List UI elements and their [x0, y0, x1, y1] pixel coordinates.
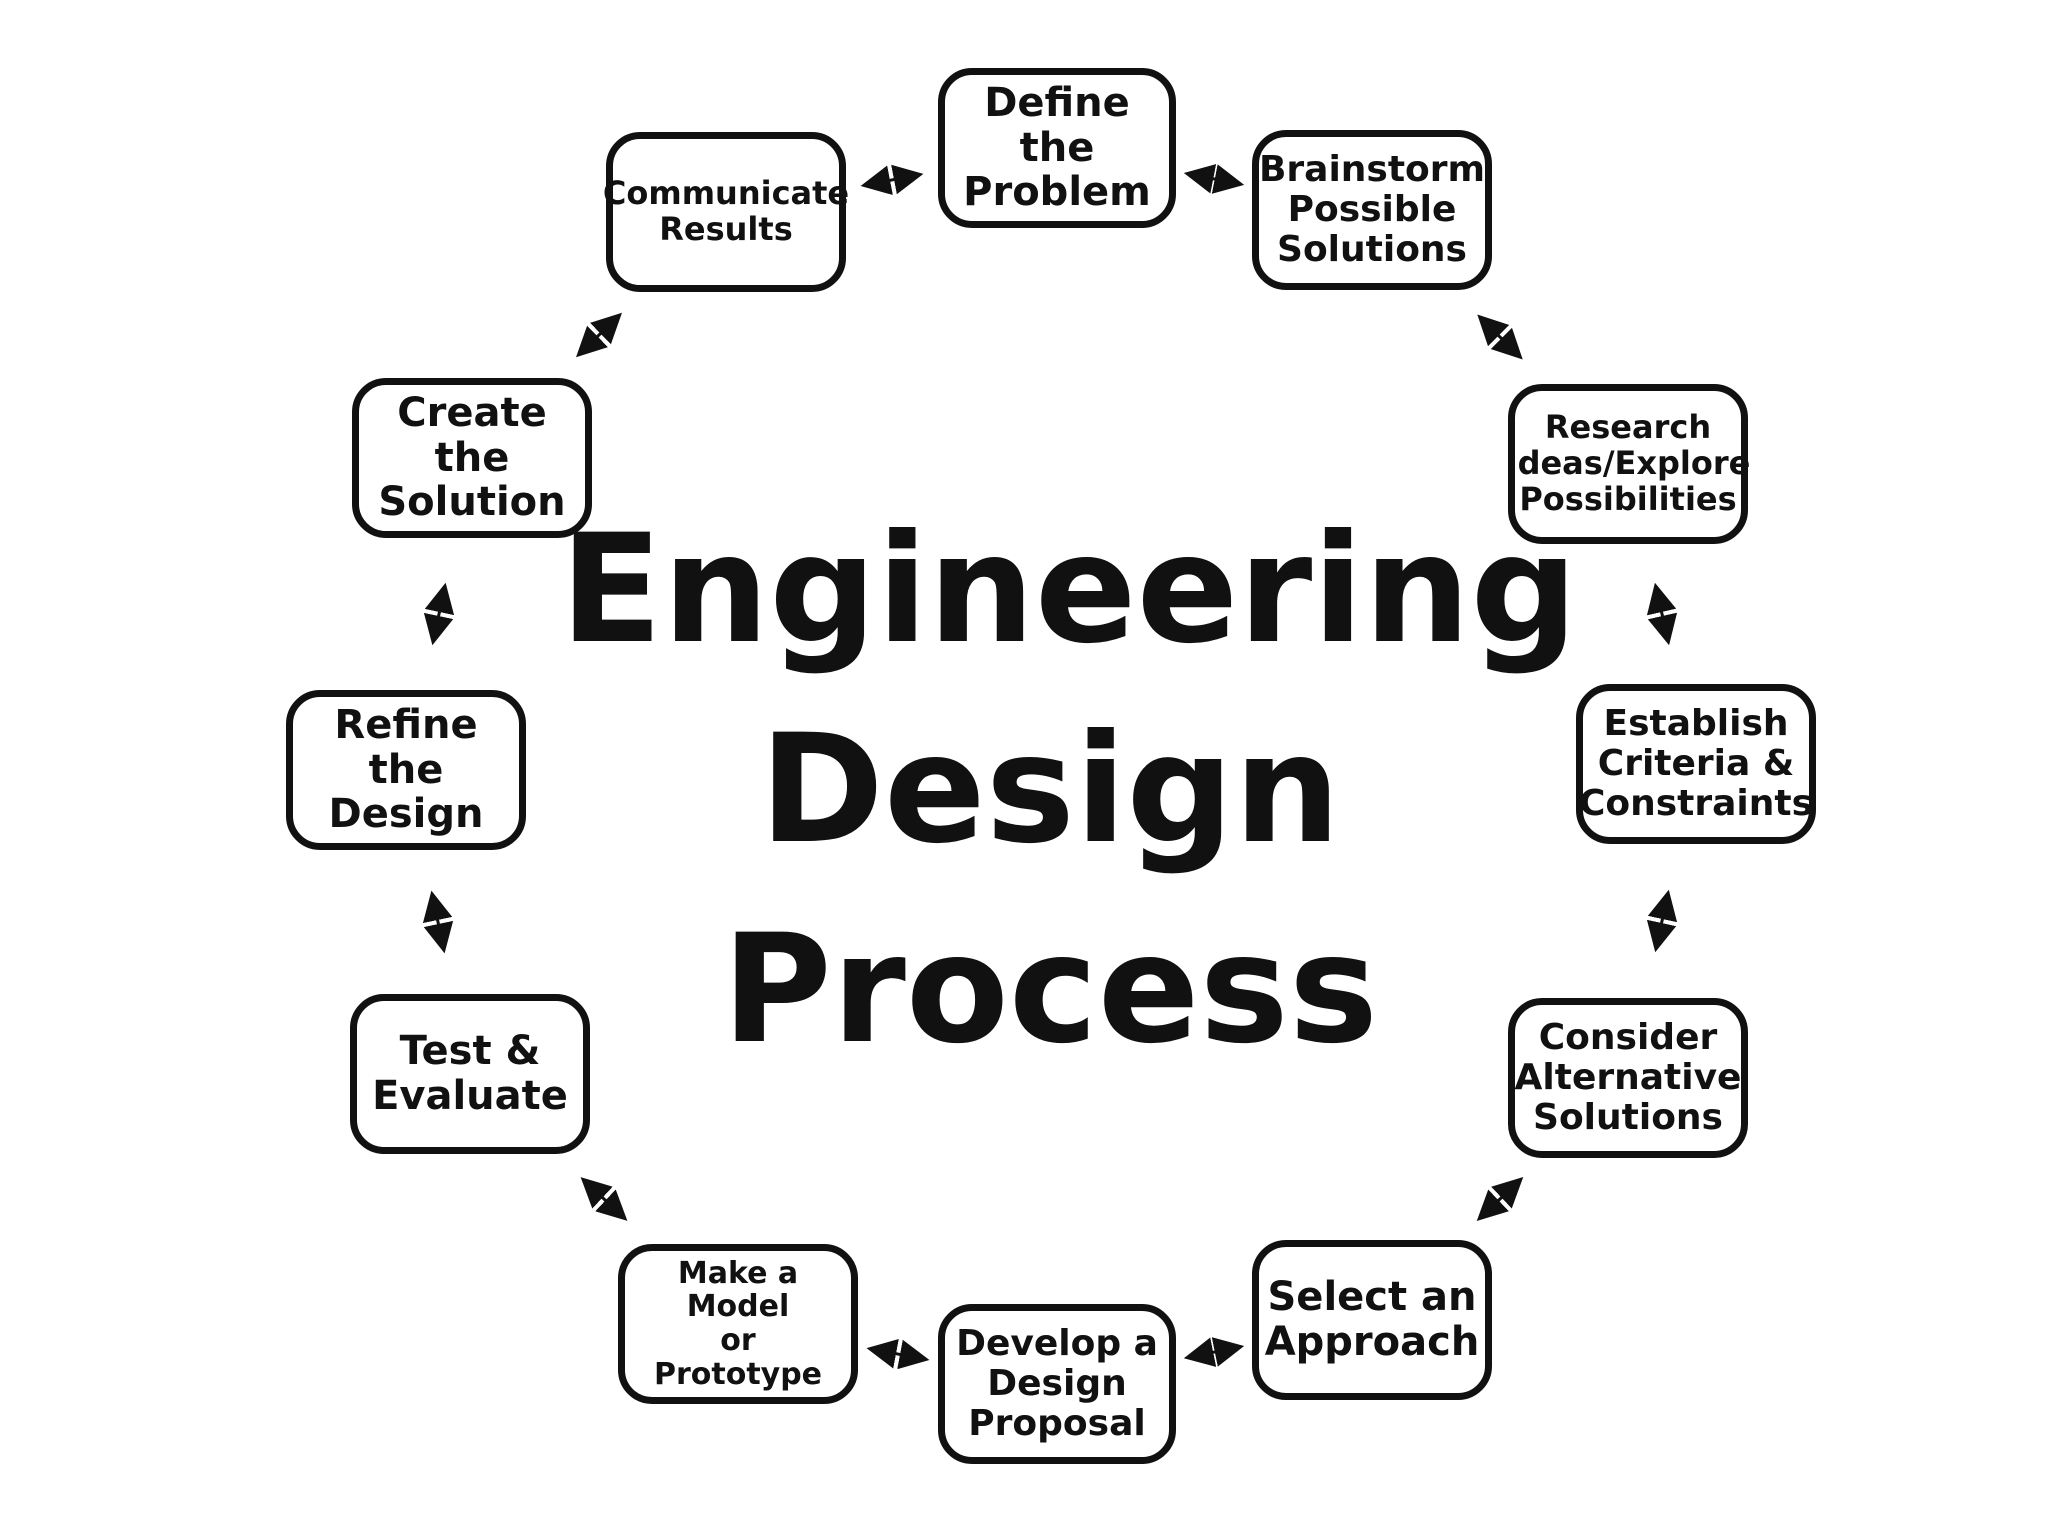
- arrow-develop-model: [866, 1338, 930, 1370]
- step-label: Create the Solution: [378, 389, 566, 526]
- title-line-3: Process: [721, 903, 1379, 1077]
- step-define-the-problem: Define the Problem: [938, 68, 1176, 228]
- arrow-define-brainstorm: [1183, 164, 1245, 194]
- arrow-select-develop: [1183, 1337, 1245, 1367]
- step-brainstorm-possible-solutions: Brainstorm Possible Solutions: [1252, 130, 1492, 290]
- step-label: Establish Criteria & Constraints: [1578, 702, 1814, 825]
- step-label: Consider Alternative Solutions: [1514, 1016, 1742, 1139]
- diagram-title: Engineering Design Process: [560, 490, 1578, 1090]
- step-make-a-model-or-prototype: Make a Model or Prototype: [618, 1244, 858, 1404]
- arrow-brainstorm-research: [1477, 314, 1523, 360]
- step-select-an-approach: Select an Approach: [1252, 1240, 1492, 1400]
- step-label: Make a Model or Prototype: [653, 1255, 823, 1392]
- step-communicate-results: Communicate Results: [602, 132, 850, 292]
- step-label: Select an Approach: [1264, 1274, 1480, 1365]
- arrow-establish-consider: [1646, 889, 1678, 953]
- title-line-2: Design: [759, 703, 1341, 877]
- step-label: Refine the Design: [328, 701, 484, 838]
- step-label: Communicate Results: [602, 174, 850, 248]
- arrow-model-test: [580, 1177, 628, 1221]
- step-label: Develop a Design Proposal: [956, 1322, 1158, 1445]
- arrow-test-refine: [422, 890, 454, 954]
- step-test-evaluate: Test & Evaluate: [350, 994, 590, 1154]
- arrow-consider-select: [1476, 1177, 1524, 1221]
- title-line-1: Engineering: [560, 503, 1578, 677]
- step-label: Research Ideas/Explore Possibilities: [1505, 408, 1751, 518]
- step-label: Define the Problem: [963, 79, 1151, 216]
- arrow-refine-create: [423, 582, 455, 646]
- arrow-communicate-define: [860, 164, 924, 196]
- step-create-the-solution: Create the Solution: [352, 378, 592, 538]
- step-establish-criteria-constraints: Establish Criteria & Constraints: [1576, 684, 1816, 844]
- step-label: Test & Evaluate: [372, 1028, 568, 1119]
- step-research-ideas-explore-possibilities: Research Ideas/Explore Possibilities: [1505, 384, 1751, 544]
- step-develop-a-design-proposal: Develop a Design Proposal: [938, 1304, 1176, 1464]
- step-label: Brainstorm Possible Solutions: [1258, 148, 1486, 271]
- step-consider-alternative-solutions: Consider Alternative Solutions: [1508, 998, 1748, 1158]
- arrow-create-communicate: [576, 312, 622, 358]
- arrow-research-establish: [1646, 582, 1678, 646]
- step-refine-the-design: Refine the Design: [286, 690, 526, 850]
